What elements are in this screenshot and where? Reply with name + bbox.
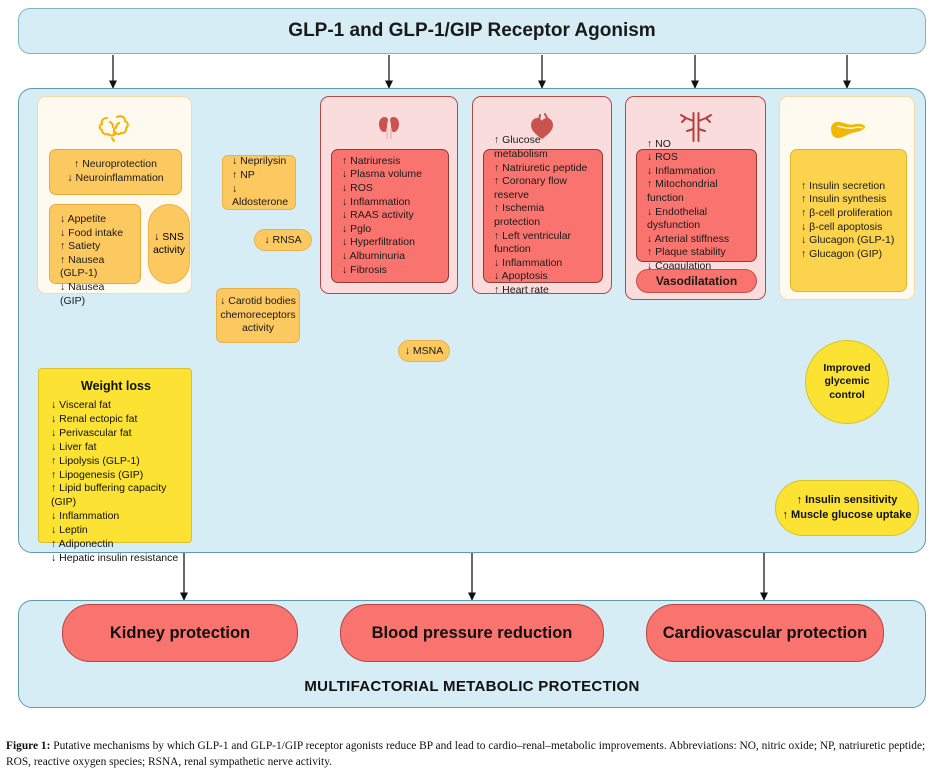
panel-pancreas: ↑ Insulin secretion ↑ Insulin synthesis … bbox=[779, 96, 915, 300]
header-banner: GLP-1 and GLP-1/GIP Receptor Agonism bbox=[18, 8, 926, 54]
panel-vessel: ↑ NO ↓ ROS ↓ Inflammation ↑ Mitochondria… bbox=[625, 96, 766, 300]
figure-caption-text: Putative mechanisms by which GLP-1 and G… bbox=[6, 740, 926, 768]
pancreas-effects-box: ↑ Insulin secretion ↑ Insulin synthesis … bbox=[790, 149, 907, 292]
insulin-sensitivity-node: ↑ Insulin sensitivity ↑ Muscle glucose u… bbox=[775, 480, 919, 536]
weight-loss-box: Weight loss ↓ Visceral fat ↓ Renal ectop… bbox=[38, 368, 192, 564]
sns-activity-node: ↓ SNS activity bbox=[148, 204, 190, 284]
neuroprotection-list: ↑ Neuroprotection ↓ Neuroinflammation bbox=[67, 158, 164, 184]
neuroprotection-box: ↑ Neuroprotection ↓ Neuroinflammation bbox=[49, 149, 182, 195]
brain-icon bbox=[38, 103, 191, 151]
weight-loss-list: ↓ Visceral fat ↓ Renal ectopic fat ↓ Per… bbox=[51, 399, 179, 564]
rnsa-pill: ↓ RNSA bbox=[254, 229, 312, 251]
panel-kidney: ↑ Natriuresis ↓ Plasma volume ↓ ROS ↓ In… bbox=[320, 96, 458, 294]
pancreas-effects-list: ↑ Insulin secretion ↑ Insulin synthesis … bbox=[801, 179, 895, 260]
footer-title: MULTIFACTORIAL METABOLIC PROTECTION bbox=[304, 678, 640, 695]
carotid-bodies-box: ↓ Carotid bodies chemoreceptors activity bbox=[216, 288, 300, 343]
outcome-kidney-protection: Kidney protection bbox=[62, 604, 298, 662]
heart-effects-box: ↑ Glucose metabolism ↑ Natriuretic pepti… bbox=[483, 134, 603, 296]
figure-caption: Figure 1: Putative mechanisms by which G… bbox=[6, 738, 938, 770]
vessel-effects-list: ↑ NO ↓ ROS ↓ Inflammation ↑ Mitochondria… bbox=[647, 137, 730, 272]
neprilysin-box: ↓ Neprilysin ↑ NP ↓ Aldosterone bbox=[222, 155, 296, 210]
weight-loss-title: Weight loss bbox=[81, 379, 151, 393]
appetite-box: ↓ Appetite ↓ Food intake ↑ Satiety ↑ Nau… bbox=[49, 204, 141, 307]
appetite-list: ↓ Appetite ↓ Food intake ↑ Satiety ↑ Nau… bbox=[60, 213, 124, 307]
kidney-effects-box: ↑ Natriuresis ↓ Plasma volume ↓ ROS ↓ In… bbox=[331, 149, 449, 283]
panel-heart: ↑ Glucose metabolism ↑ Natriuretic pepti… bbox=[472, 96, 612, 296]
panel-brain: ↑ Neuroprotection ↓ Neuroinflammation ↓ … bbox=[37, 96, 192, 307]
outcome-blood-pressure-reduction: Blood pressure reduction bbox=[340, 604, 604, 662]
kidneys-icon bbox=[321, 103, 457, 151]
heart-effects-list: ↑ Glucose metabolism ↑ Natriuretic pepti… bbox=[494, 134, 588, 296]
vessel-effects-box: ↑ NO ↓ ROS ↓ Inflammation ↑ Mitochondria… bbox=[636, 138, 757, 272]
kidney-effects-list: ↑ Natriuresis ↓ Plasma volume ↓ ROS ↓ In… bbox=[342, 154, 422, 276]
pancreas-icon bbox=[780, 103, 914, 151]
vasodilatation-pill: Vasodilatation bbox=[636, 269, 757, 293]
heart-icon bbox=[473, 103, 611, 151]
outcome-cardiovascular-protection: Cardiovascular protection bbox=[646, 604, 884, 662]
improved-glycemic-control-node: Improved glycemic control bbox=[805, 340, 889, 424]
page-title: GLP-1 and GLP-1/GIP Receptor Agonism bbox=[288, 20, 656, 41]
msna-pill: ↓ MSNA bbox=[398, 340, 450, 362]
figure-caption-label: Figure 1: bbox=[6, 740, 51, 752]
blood-vessel-icon bbox=[626, 103, 765, 151]
